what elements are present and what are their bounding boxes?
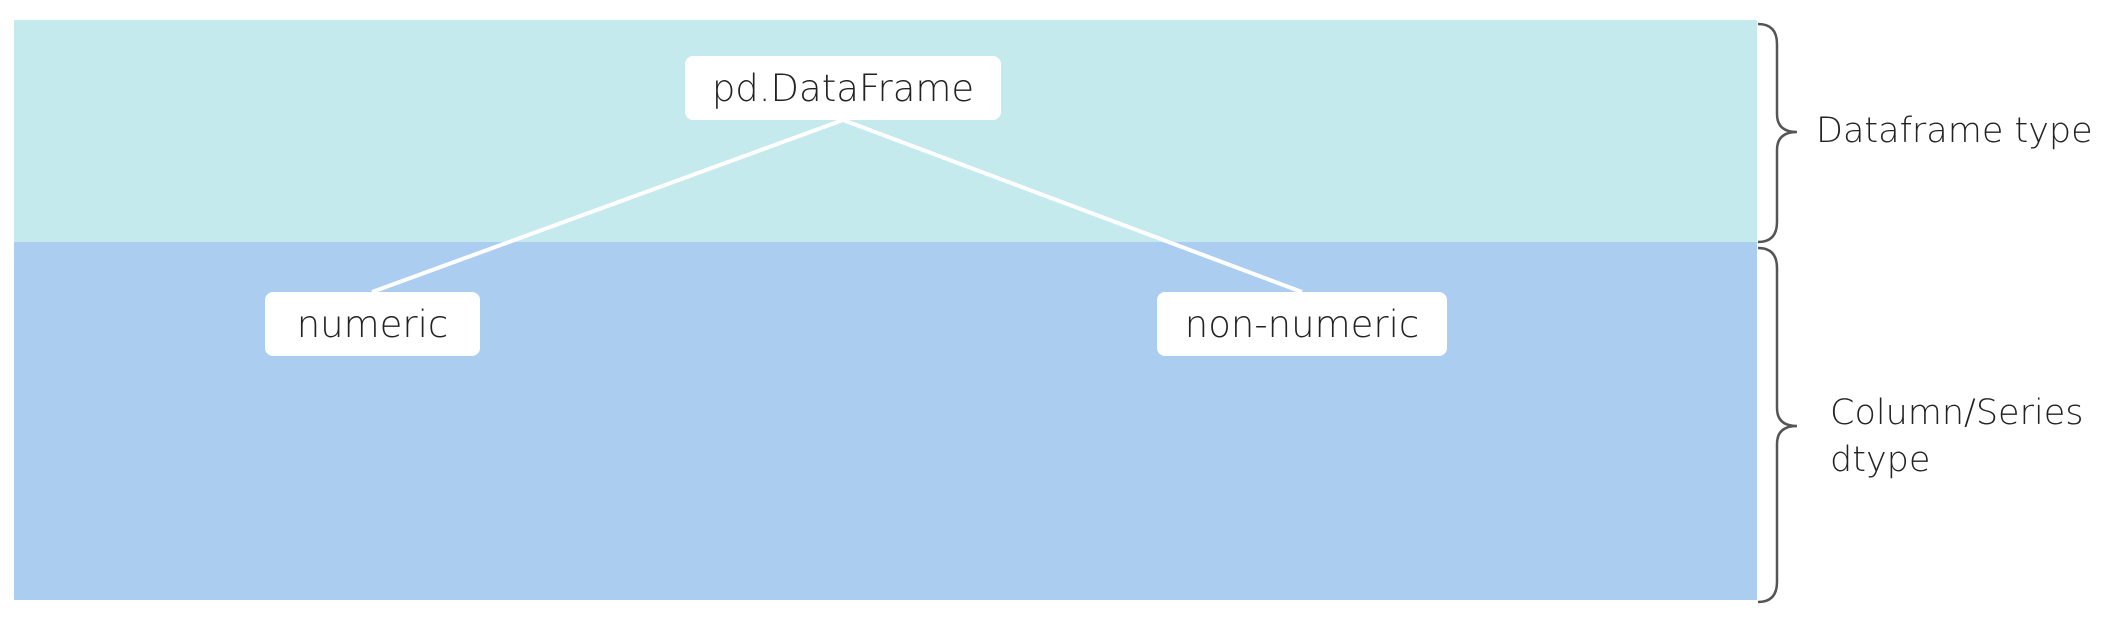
dataframe-node: pd.DataFrame — [685, 56, 1001, 120]
column-dtype-label-line2: dtype — [1830, 440, 1931, 480]
column-dtype-label: Column/Series dtype — [1830, 390, 2083, 484]
dataframe-type-brace-icon — [1757, 22, 1798, 244]
column-dtype-brace-icon — [1757, 246, 1798, 604]
column-dtype-label-line1: Column/Series — [1830, 393, 2084, 433]
connector-root-to-numeric — [371, 118, 844, 294]
numeric-node: numeric — [265, 292, 480, 356]
dataframe-type-label: Dataframe type — [1816, 111, 2093, 151]
connector-root-to-non-numeric — [842, 118, 1303, 294]
non-numeric-node: non-numeric — [1157, 292, 1447, 356]
